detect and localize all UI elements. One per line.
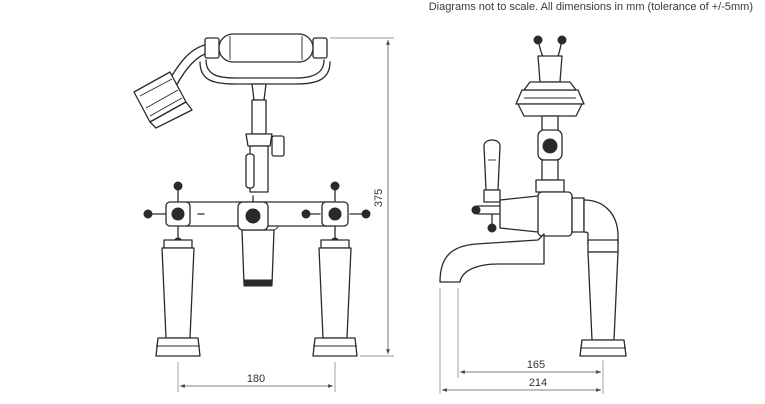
shower-head <box>133 71 193 129</box>
height-label: 375 <box>373 189 385 207</box>
right-leg <box>312 239 358 357</box>
handset-end-view <box>515 35 585 117</box>
width-label: 180 <box>247 373 265 385</box>
inner-depth-label: 165 <box>527 359 545 371</box>
outer-depth-label: 214 <box>529 377 547 389</box>
inner-depth-dimension: 165 <box>457 288 604 378</box>
lever-handle <box>471 139 501 233</box>
side-leg <box>579 239 627 357</box>
front-view: 375 180 <box>133 33 394 392</box>
right-cross-handle <box>301 181 371 247</box>
height-dimension: 375 <box>330 37 394 357</box>
left-leg <box>155 239 201 357</box>
side-view: 165 214 <box>439 35 627 394</box>
outer-depth-dimension: 214 <box>439 288 604 394</box>
scale-note: Diagrams not to scale. All dimensions in… <box>428 1 753 13</box>
middle-cross-handle <box>237 195 269 231</box>
handset-handle <box>199 33 331 85</box>
width-dimension: 180 <box>177 362 336 392</box>
